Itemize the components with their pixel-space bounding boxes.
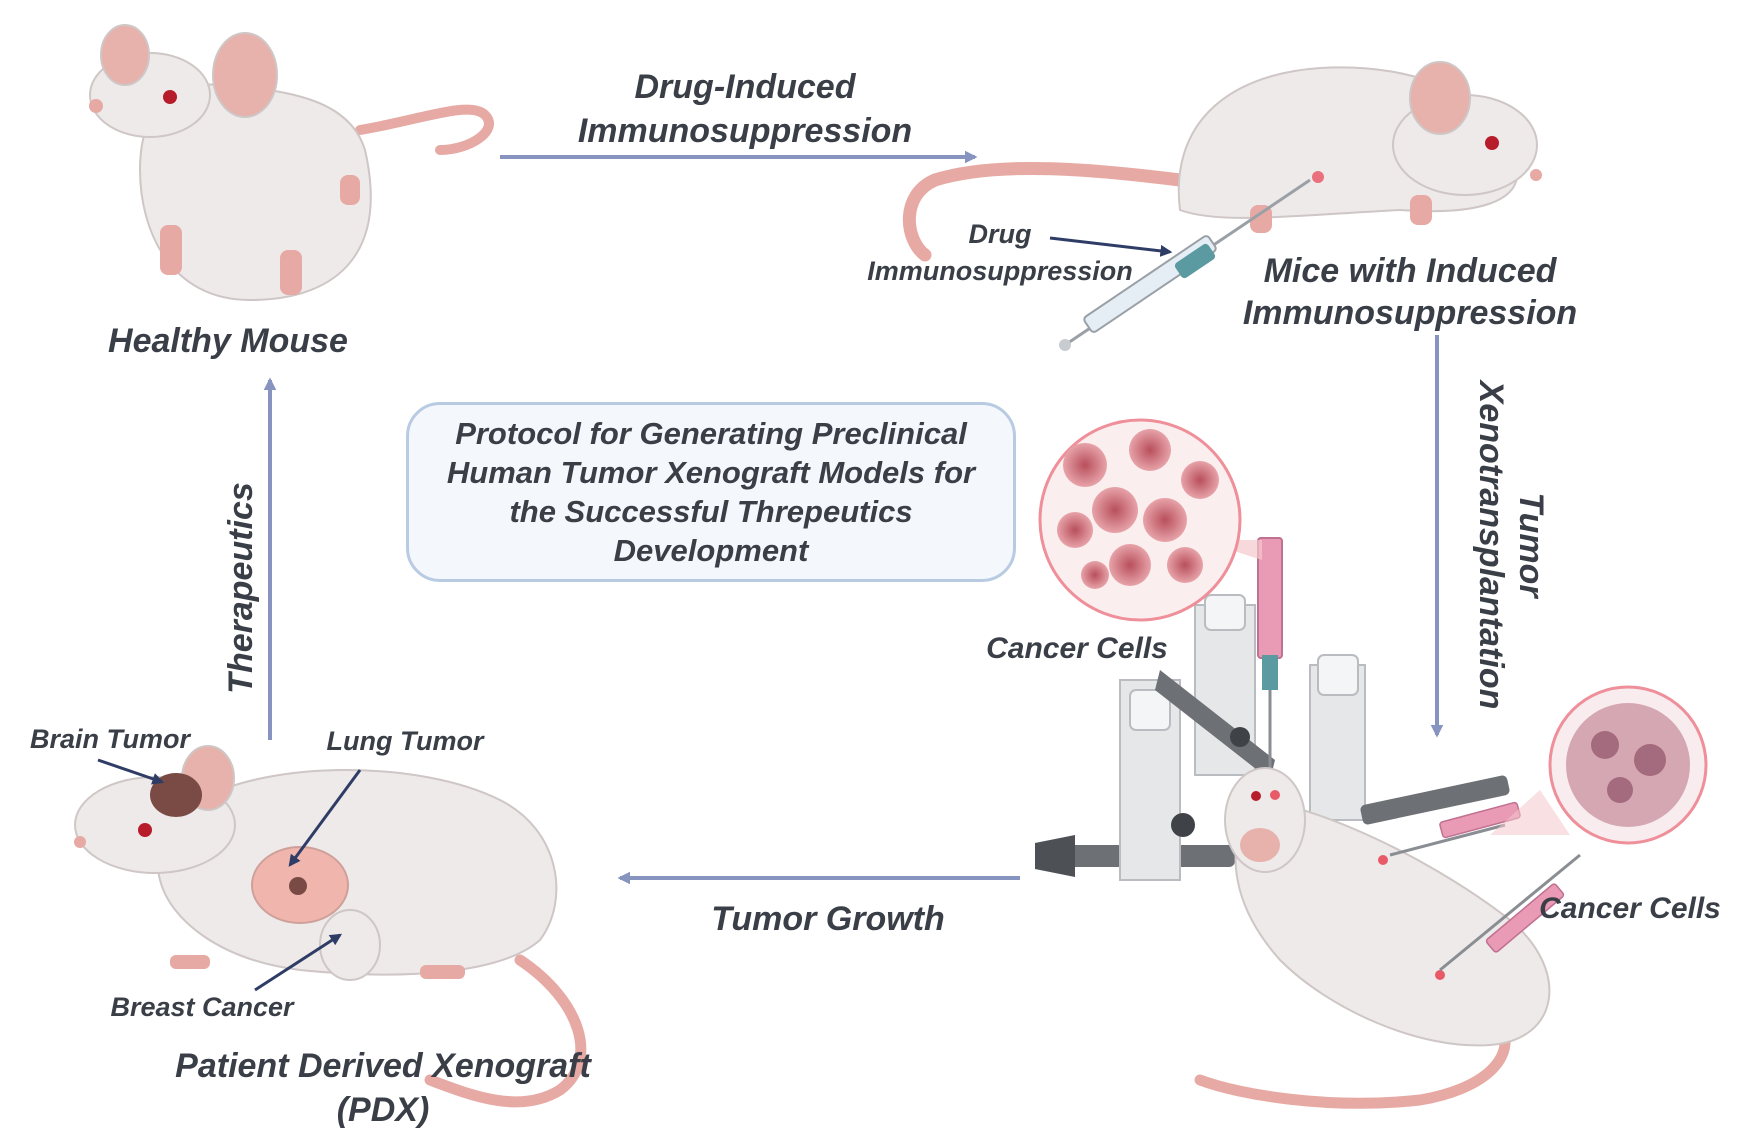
cancer-cells-left-label: Cancer Cells <box>986 632 1168 665</box>
cancer-cells-right-label: Cancer Cells <box>1539 892 1721 925</box>
brain-tumor-pointer-arrow <box>97 758 165 785</box>
breast-cancer-pointer-arrow <box>254 933 343 992</box>
pdx-label-line1: Patient Derived Xenograft <box>175 1047 592 1085</box>
brain-tumor-label: Brain Tumor <box>30 724 192 754</box>
pdx-mouse-icon <box>74 745 587 1108</box>
tumor-label-line1: Tumor <box>1512 492 1550 599</box>
drug-induced-label-line1: Drug-Induced <box>635 68 857 106</box>
drug-induced-label-line2: Immunosuppression <box>578 112 912 150</box>
tumor-growth-label: Tumor Growth <box>711 900 945 938</box>
syringe-icon <box>1059 178 1311 351</box>
protocol-title-line: the Successful Threpeutics <box>509 494 913 529</box>
healthy-mouse-icon <box>89 24 494 302</box>
stereotaxic-frame-icon <box>1035 537 1510 881</box>
protocol-title-box: Protocol for Generating Preclinical Huma… <box>406 402 1016 582</box>
lung-tumor-label: Lung Tumor <box>327 726 485 756</box>
protocol-title-line: Development <box>613 533 809 568</box>
pdx-label-line2: (PDX) <box>337 1091 430 1129</box>
immunosuppressed-mouse-icon <box>902 61 1542 262</box>
protocol-title-line: Protocol for Generating Preclinical <box>455 416 967 451</box>
cancer-cells-magnifier-icon <box>1038 418 1708 845</box>
breast-cancer-label: Breast Cancer <box>110 992 295 1022</box>
mice-induced-label-line2: Immunosuppression <box>1243 294 1577 332</box>
drug-label-line2: Immunosuppression <box>867 256 1133 286</box>
tumor-label-line2: Xenotransplantation <box>1472 379 1510 710</box>
mice-induced-label-line1: Mice with Induced <box>1264 252 1558 290</box>
drug-pointer-arrow <box>1049 236 1173 257</box>
therapeutics-label: Therapeutics <box>222 482 260 694</box>
protocol-title: Protocol for Generating Preclinical Huma… <box>427 414 995 570</box>
drug-label-line1: Drug <box>969 219 1032 249</box>
healthy-mouse-label: Healthy Mouse <box>108 322 348 360</box>
lung-tumor-pointer-arrow <box>288 769 362 867</box>
stereotaxic-mouse-icon <box>1194 767 1581 1109</box>
protocol-title-line: Human Tumor Xenograft Models for <box>446 455 976 490</box>
